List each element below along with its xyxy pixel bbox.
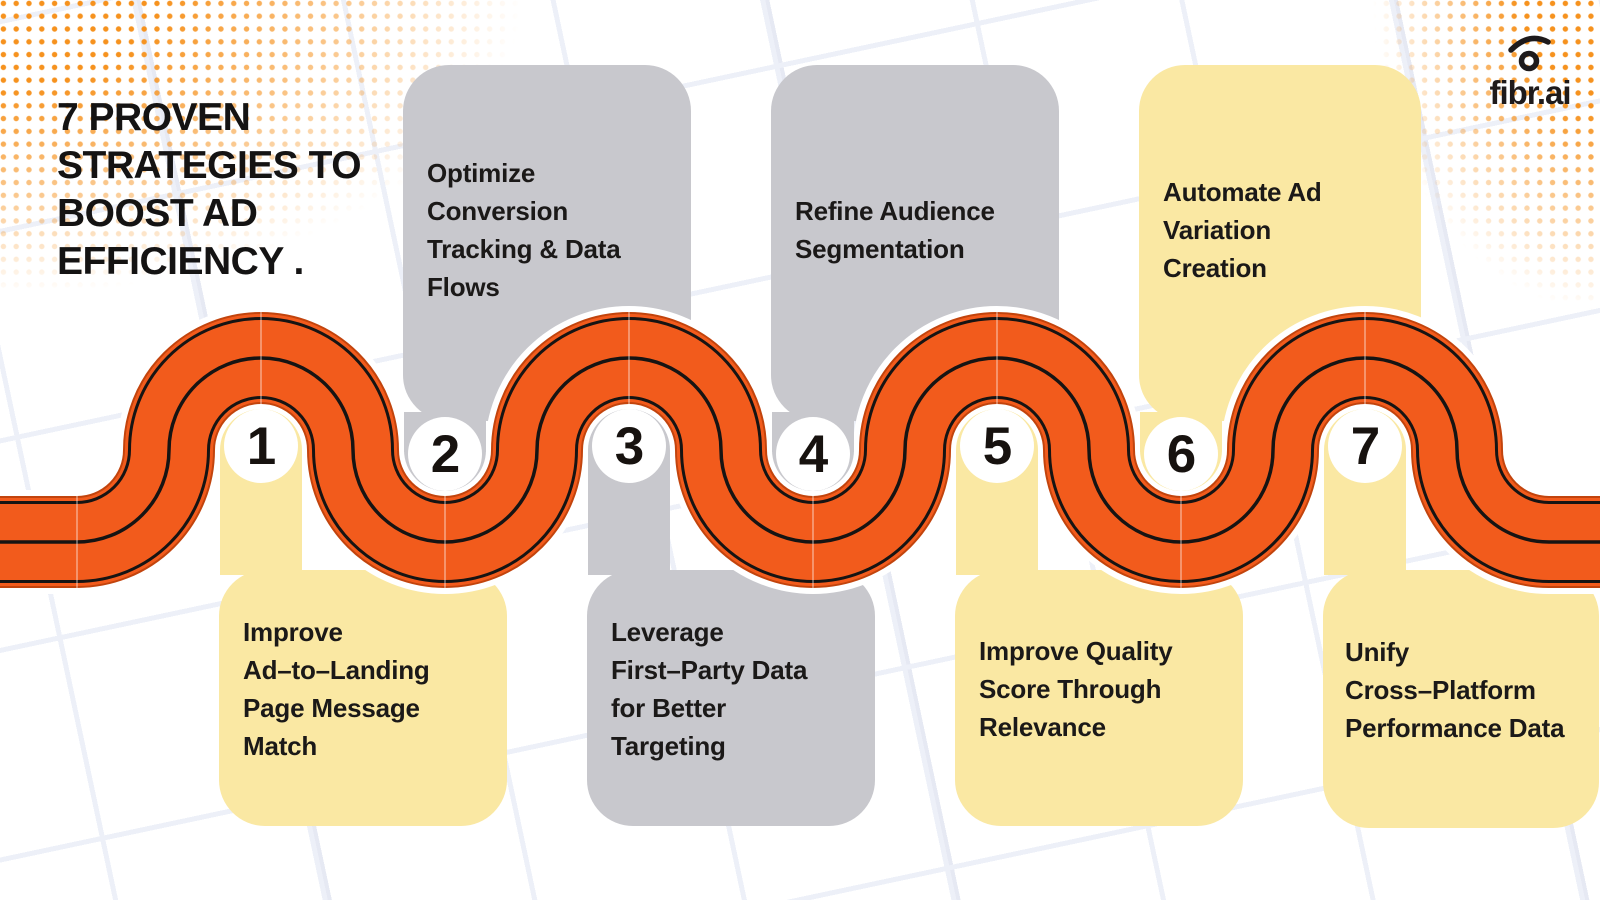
number-badge-6: 6 (1144, 417, 1218, 491)
step-number-5: 5 (982, 416, 1013, 476)
step-label-6: Automate Ad Variation Creation (1163, 177, 1322, 283)
step-label-3: Leverage First–Party Data for Better Tar… (611, 617, 808, 761)
number-badge-3: 3 (592, 409, 666, 483)
title-line-3: BOOST AD (57, 192, 258, 235)
step-number-6: 6 (1166, 424, 1197, 484)
step-number-7: 7 (1350, 416, 1381, 476)
title-line-2: STRATEGIES TO (57, 144, 362, 187)
brand-logo: fibr.ai (1470, 30, 1590, 110)
step-number-1: 1 (246, 416, 277, 476)
number-badge-4: 4 (776, 417, 850, 491)
step-label-2: Optimize Conversion Tracking & Data Flow… (427, 158, 621, 302)
step-card-7: Unify Cross–Platform Performance Data (1323, 570, 1599, 828)
step-label-4: Refine Audience Segmentation (795, 196, 995, 264)
number-badge-2: 2 (408, 417, 482, 491)
step-label-7: Unify Cross–Platform Performance Data (1345, 637, 1565, 743)
number-badge-5: 5 (960, 409, 1034, 483)
road-seam-lines (76, 306, 1366, 594)
step-number-4: 4 (798, 424, 829, 484)
number-badge-7: 7 (1328, 409, 1402, 483)
step-card-3: Leverage First–Party Data for Better Tar… (587, 570, 875, 826)
step-label-5: Improve Quality Score Through Relevance (979, 636, 1173, 742)
title-line-1: 7 PROVEN (57, 96, 251, 139)
title-line-4: EFFICIENCY . (57, 240, 304, 283)
step-card-1: Improve Ad–to–Landing Page Message Match (219, 570, 507, 826)
step-label-1: Improve Ad–to–Landing Page Message Match (243, 617, 430, 761)
step-card-5: Improve Quality Score Through Relevance (955, 570, 1243, 826)
brand-name: fibr.ai (1489, 74, 1571, 111)
page-title: 7 PROVEN STRATEGIES TO BOOST AD EFFICIEN… (57, 94, 362, 286)
step-number-2: 2 (430, 424, 461, 484)
step-number-3: 3 (614, 416, 645, 476)
number-badge-1: 1 (224, 409, 298, 483)
step-card-6: Automate Ad Variation Creation (1139, 65, 1421, 421)
fibr-signal-icon (1508, 35, 1551, 72)
